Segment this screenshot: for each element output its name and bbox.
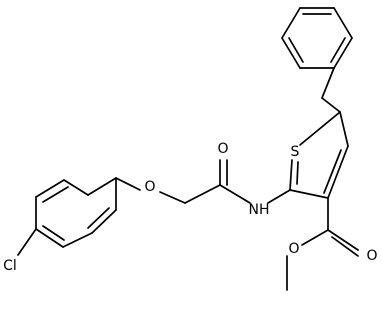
aromatic-inner-bond: [330, 37, 346, 63]
ester-oxygen-label: O: [288, 241, 299, 257]
bond: [62, 232, 93, 248]
aromatic-inner-bond: [42, 186, 69, 203]
ether-oxygen-label: O: [144, 179, 155, 195]
bond: [281, 37, 301, 69]
bond: [63, 179, 89, 196]
benzyl-phenyl-ring: [281, 7, 353, 69]
ester-carbonyl-oxygen-label: O: [366, 248, 377, 264]
bond: [91, 209, 117, 234]
bond: [333, 7, 353, 39]
aromatic-inner-bond: [42, 225, 65, 241]
bond: [331, 236, 359, 257]
bond: [184, 184, 221, 204]
aromatic-inner-bond: [323, 149, 342, 194]
chlorine-atom-label: Cl: [3, 258, 17, 274]
bond: [327, 145, 349, 199]
amide-oxygen-label: O: [217, 141, 228, 157]
bond: [327, 229, 359, 251]
bond: [35, 179, 65, 198]
bond: [115, 177, 141, 191]
bond: [281, 7, 301, 39]
benzyl-ch2-linker: [321, 67, 341, 113]
bond: [339, 111, 349, 147]
amide-linkage: [159, 159, 291, 204]
methyl-ester-group: [286, 197, 359, 291]
bond: [87, 177, 117, 196]
bond: [333, 37, 353, 69]
bond: [321, 67, 335, 99]
bond: [159, 191, 186, 204]
thiophene-ring: [289, 111, 349, 199]
bond: [17, 228, 37, 256]
bond: [267, 189, 291, 204]
aromatic-inner-bond: [296, 161, 299, 185]
amide-nh-label: NH: [249, 202, 270, 218]
sulfur-atom-label: S: [291, 144, 300, 160]
bond: [289, 189, 329, 199]
aromatic-inner-bond: [288, 37, 304, 63]
bond: [219, 184, 251, 204]
aromatic-inner-bond: [87, 207, 110, 229]
chlorophenyl-ring: [17, 177, 141, 256]
bond: [289, 159, 293, 191]
bond: [35, 228, 64, 248]
bond: [321, 97, 341, 113]
bond: [301, 229, 329, 246]
bond: [299, 111, 341, 146]
